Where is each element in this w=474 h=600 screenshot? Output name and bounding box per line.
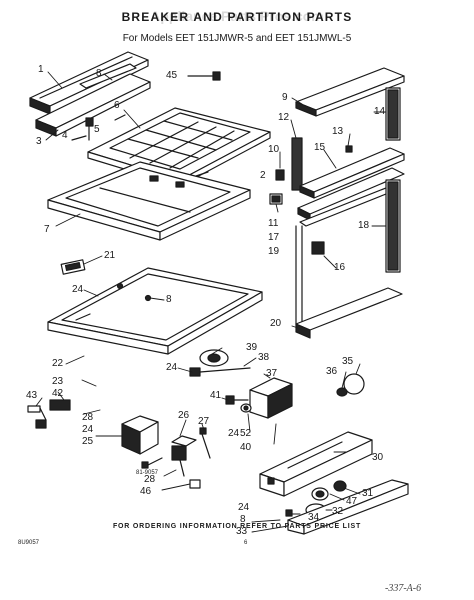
callout-38: 38 bbox=[258, 352, 270, 363]
callout-52: 52 bbox=[240, 428, 252, 439]
callout-3: 3 bbox=[36, 136, 42, 147]
callout-34: 34 bbox=[308, 512, 320, 523]
screw-part-4 bbox=[71, 117, 94, 141]
strip-part-14 bbox=[385, 87, 401, 141]
screw-part-27 bbox=[199, 427, 211, 459]
callout-17: 17 bbox=[268, 232, 280, 243]
strip-part-12 bbox=[291, 137, 303, 191]
callout-24-left: 24 bbox=[82, 424, 94, 435]
callout-8-mid: 8 bbox=[166, 294, 172, 305]
callout-16: 16 bbox=[334, 262, 346, 273]
callout-7: 7 bbox=[44, 224, 50, 235]
callout-14: 14 bbox=[374, 106, 386, 117]
strip-part-18 bbox=[385, 179, 401, 273]
knob-part-39 bbox=[199, 349, 229, 367]
callout-43: 43 bbox=[26, 390, 38, 401]
callout-28-left: 28 bbox=[82, 412, 94, 423]
callout-24-lower: 24 bbox=[238, 502, 250, 513]
callout-8-lower: 8 bbox=[240, 514, 246, 525]
callout-24-mid: 24 bbox=[228, 428, 240, 439]
callout-6: 6 bbox=[114, 100, 120, 111]
callout-47: 47 bbox=[346, 496, 358, 507]
callout-41: 41 bbox=[210, 390, 222, 401]
callout-40: 40 bbox=[240, 442, 252, 453]
page-number: 6 bbox=[244, 540, 248, 546]
part-42 bbox=[49, 399, 71, 411]
strip-part-5 bbox=[79, 63, 137, 89]
callout-32: 32 bbox=[332, 506, 344, 517]
trim-part-33 bbox=[287, 479, 409, 535]
part-46 bbox=[189, 479, 201, 489]
rail-part-20 bbox=[295, 287, 403, 339]
callout-2: 2 bbox=[260, 170, 266, 181]
callout-23: 23 bbox=[52, 376, 64, 387]
liner-tray-part-7 bbox=[47, 161, 251, 241]
screw-part-34 bbox=[285, 509, 293, 517]
callout-39: 39 bbox=[246, 342, 258, 353]
mullion-cap-part-9 bbox=[295, 67, 405, 117]
callout-24-knob: 24 bbox=[166, 362, 178, 373]
rod-part-38 bbox=[189, 367, 251, 377]
rail-part-17 bbox=[297, 167, 405, 221]
diagram-subtitle: For Models EET 151JMWR-5 and EET 151JMWL… bbox=[122, 33, 352, 44]
knob-part-31 bbox=[333, 480, 347, 492]
callout-33: 33 bbox=[236, 526, 248, 537]
control-panel-part-30 bbox=[259, 431, 373, 497]
leader-lines bbox=[35, 71, 387, 533]
callout-1: 1 bbox=[38, 64, 44, 75]
callout-8: 8 bbox=[96, 68, 102, 79]
handwritten-note: -337-A-6 bbox=[385, 583, 422, 594]
page-code: 8U9057 bbox=[18, 540, 40, 546]
ordering-footer: FOR ORDERING INFORMATION REFER TO PARTS … bbox=[112, 523, 362, 530]
callout-18: 18 bbox=[358, 220, 370, 231]
bracket-part-43 bbox=[27, 405, 47, 429]
socket-part-36 bbox=[336, 387, 348, 397]
bracket-part-16 bbox=[311, 241, 325, 255]
callout-36: 36 bbox=[326, 366, 338, 377]
callout-25: 25 bbox=[82, 436, 94, 447]
callout-31: 31 bbox=[362, 488, 374, 499]
watermark: Appliance Parts Pros.com bbox=[150, 8, 324, 24]
screw-part-13 bbox=[345, 145, 353, 153]
callout-21: 21 bbox=[104, 250, 116, 261]
screw-part-41 bbox=[225, 395, 249, 405]
callout-42: 42 bbox=[52, 388, 64, 399]
callout-20: 20 bbox=[270, 318, 282, 329]
hinge-part-2 bbox=[269, 169, 285, 205]
callout-9: 9 bbox=[282, 92, 288, 103]
diagram-title: BREAKER AND PARTITION PARTS bbox=[121, 10, 353, 24]
callout-5: 5 bbox=[94, 124, 100, 135]
callout-37: 37 bbox=[266, 368, 278, 379]
callout-10: 10 bbox=[268, 144, 280, 155]
callout-13: 13 bbox=[332, 126, 344, 137]
callout-19: 19 bbox=[268, 246, 280, 257]
callout-28-lower: 28 bbox=[144, 474, 156, 485]
breaker-strip-lower-part bbox=[35, 73, 151, 137]
callout-4: 4 bbox=[62, 130, 68, 141]
clip-part-21 bbox=[60, 259, 86, 275]
thermostat-part-25 bbox=[121, 415, 159, 455]
screw-part-28 bbox=[141, 457, 163, 469]
callout-26: 26 bbox=[178, 410, 190, 421]
callout-22: 22 bbox=[52, 358, 64, 369]
rail-part-15 bbox=[299, 147, 405, 199]
callout-15: 15 bbox=[314, 142, 326, 153]
callout-46: 46 bbox=[140, 486, 152, 497]
lower-breaker-frame-part-22 bbox=[47, 267, 263, 355]
callout-35: 35 bbox=[342, 356, 354, 367]
housing-part-37 bbox=[249, 377, 293, 419]
callout-24-upper: 24 bbox=[72, 284, 84, 295]
callout-12: 12 bbox=[278, 112, 290, 123]
knob-part-47 bbox=[311, 487, 329, 501]
washer-part-52 bbox=[240, 403, 252, 413]
callout-30: 30 bbox=[372, 452, 384, 463]
callout-11: 11 bbox=[268, 218, 279, 229]
part-26 bbox=[171, 435, 197, 477]
callout-27: 27 bbox=[198, 416, 210, 427]
callout-45: 45 bbox=[166, 70, 178, 81]
drawing-code: 81-9057 bbox=[136, 470, 159, 476]
